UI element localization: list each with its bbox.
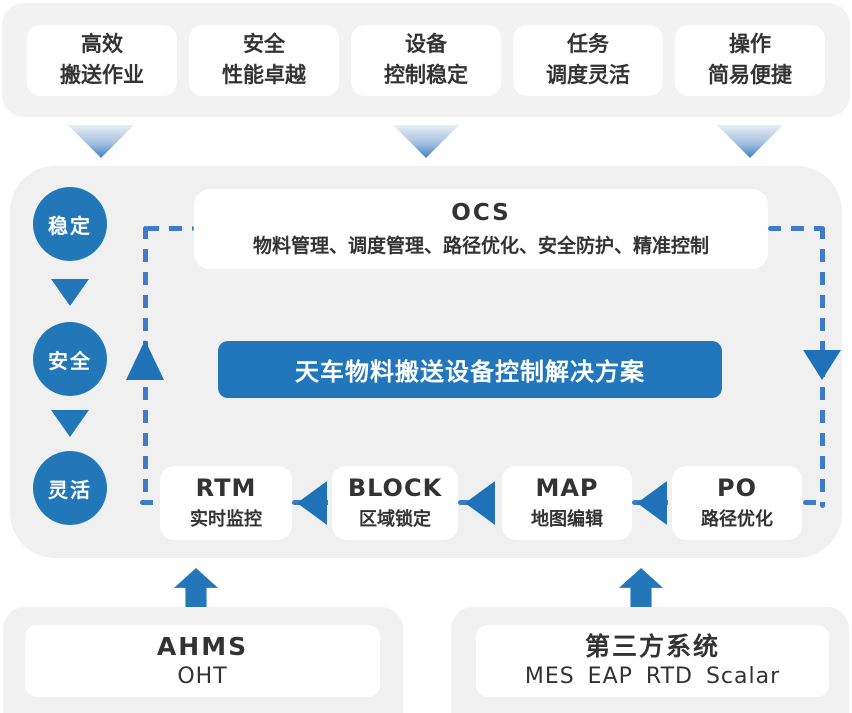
module-subtitle: 地图编辑 [531,508,603,530]
module-subtitle: 实时监控 [190,508,262,530]
system-title: AHMS [156,632,249,662]
feature-line: 性能卓越 [222,63,306,87]
circle-stable: 稳定 [33,187,107,261]
feature-line: 搬送作业 [60,63,144,87]
module-rtm: RTM 实时监控 [160,466,292,540]
ocs-title: OCS [451,200,511,227]
circle-safe: 安全 [33,322,107,396]
module-po: PO 路径优化 [672,466,802,540]
circle-flexible: 灵活 [33,451,107,525]
feature-line: 简易便捷 [708,63,792,87]
module-block: BLOCK 区域锁定 [332,466,458,540]
module-title: MAP [535,474,599,503]
feature-line: 控制稳定 [384,63,468,87]
system-title: 第三方系统 [584,632,720,662]
feature-line: 操作 [729,31,771,56]
system-box-third-party: 第三方系统 MES EAP RTD Scalar [476,625,829,697]
up-arrowhead-icon [126,340,164,380]
feature-box-flexible-scheduling: 任务 调度灵活 [513,24,663,96]
feature-line: 调度灵活 [546,63,630,87]
dashed-connector [768,226,823,231]
up-arrow-icon [619,568,663,607]
left-arrowhead-icon [637,481,667,525]
down-arrow-gradient-icon [68,125,134,158]
feature-line: 设备 [405,31,447,56]
features-panel: 高效 搬送作业 安全 性能卓越 设备 控制稳定 任务 调度灵活 操作 简易便捷 [2,3,850,117]
ocs-subtitle: 物料管理、调度管理、路径优化、安全防护、精准控制 [252,234,709,257]
solution-title-bar: 天车物料搬送设备控制解决方案 [218,341,722,398]
feature-box-easy-operation: 操作 简易便捷 [675,24,825,96]
module-title: PO [717,474,757,503]
feature-box-safety: 安全 性能卓越 [189,24,339,96]
system-subtitle: OHT [177,663,228,689]
dashed-connector [803,500,823,505]
left-arrowhead-icon [297,481,327,525]
dashed-connector [146,226,194,231]
down-arrow-gradient-icon [717,125,783,158]
module-subtitle: 区域锁定 [359,508,431,530]
system-subtitle: MES EAP RTD Scalar [524,663,781,689]
ocs-box: OCS 物料管理、调度管理、路径优化、安全防护、精准控制 [194,189,768,269]
feature-line: 任务 [567,31,609,56]
feature-box-stable-control: 设备 控制稳定 [351,24,501,96]
system-box-ahms: AHMS OHT [25,625,380,697]
circle-label: 安全 [48,348,92,373]
module-title: BLOCK [347,474,443,503]
down-arrow-gradient-icon [393,125,459,158]
module-subtitle: 路径优化 [701,508,773,530]
down-arrowhead-icon [803,350,841,380]
circle-label: 稳定 [48,213,92,238]
up-arrow-icon [174,568,218,607]
module-map: MAP 地图编辑 [502,466,632,540]
feature-box-efficient: 高效 搬送作业 [27,24,177,96]
dashed-connector [140,500,162,505]
feature-line: 高效 [81,31,123,56]
module-title: RTM [195,474,257,503]
circle-label: 灵活 [48,477,92,502]
feature-line: 安全 [243,31,285,56]
left-arrowhead-icon [465,481,495,525]
